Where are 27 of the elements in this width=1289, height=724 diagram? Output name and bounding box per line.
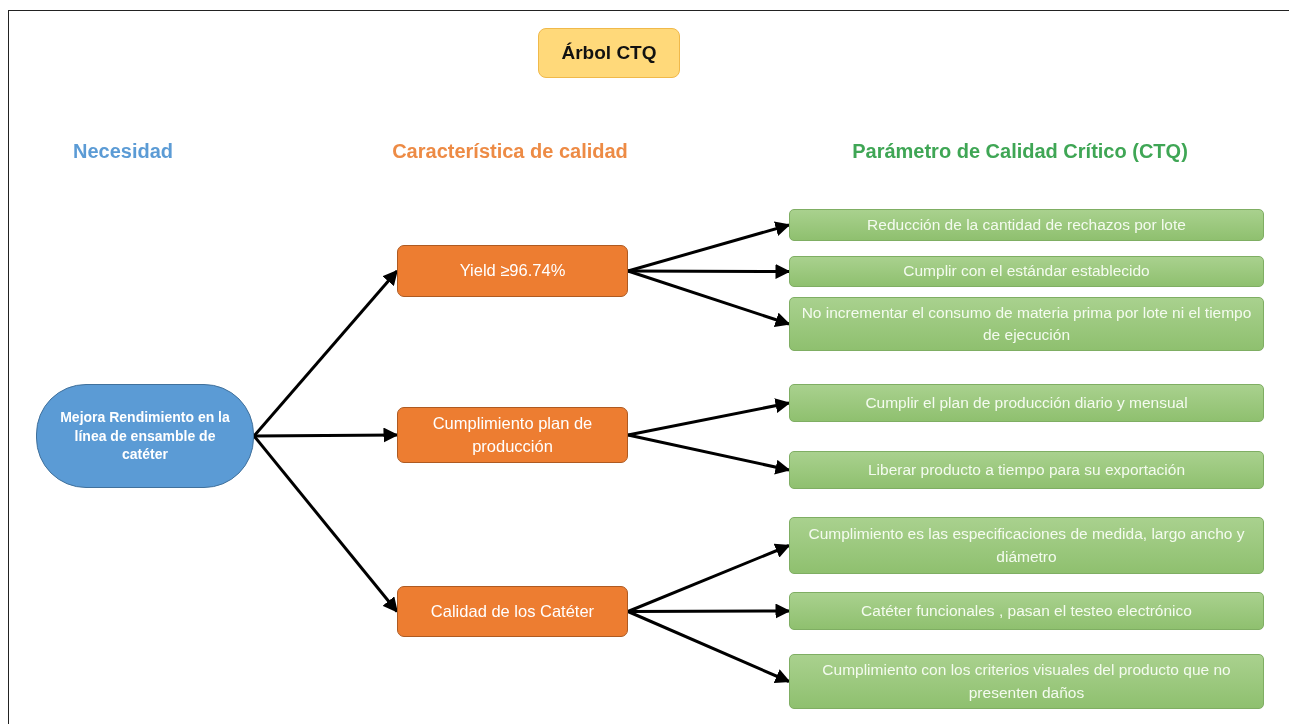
ctq-parameter-box: No incrementar el consumo de materia prima por lote ni el tiempo de ejecución [789,297,1264,351]
need-terminal: Mejora Rendimiento en la línea de ensamble de catéter [36,384,254,488]
column-heading: Necesidad [72,140,174,163]
column-heading: Característica de calidad [392,140,628,163]
ctq-parameter-box: Cumplimiento con los criterios visuales del producto que no presenten daños [789,654,1264,709]
ctq-parameter-box: Cumplir el plan de producción diario y mensual [789,384,1264,422]
column-heading: Parámetro de Calidad Crítico (CTQ) [852,140,1188,163]
ctq-parameter-box: Cumplimiento es las especificaciones de medida, largo ancho y diámetro [789,517,1264,574]
quality-characteristic-box: Cumplimiento plan de producción [397,407,628,463]
arrow [628,603,791,619]
arrow [252,435,399,613]
arrow [252,269,399,437]
arrow [627,433,791,475]
ctq-parameter-box: Catéter funcionales , pasan el testeo electrónico [789,592,1264,630]
title-box: Árbol CTQ [538,28,680,78]
arrow [628,263,791,279]
arrow [627,398,791,437]
arrow [627,221,791,273]
arrow [627,269,791,327]
ctq-parameter-box: Cumplir con el estándar establecido [789,256,1264,287]
ctq-parameter-box: Reducción de la cantidad de rechazos por lote [789,209,1264,241]
arrow [627,610,791,683]
quality-characteristic-box: Yield ≥96.74% [397,245,628,297]
arrow [627,543,791,613]
arrow [254,427,399,443]
ctq-parameter-box: Liberar producto a tiempo para su exportación [789,451,1264,489]
quality-characteristic-box: Calidad de los Catéter [397,586,628,637]
